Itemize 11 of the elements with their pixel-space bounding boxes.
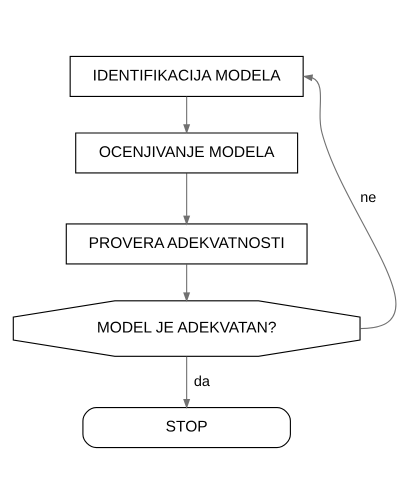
arrow	[182, 356, 190, 409]
edge-label: da	[193, 374, 210, 390]
arrow	[182, 96, 190, 134]
node-box: STOP	[82, 407, 290, 448]
edge-label: ne	[360, 190, 376, 206]
node-box: OCENJIVANJE MODELA	[74, 132, 298, 174]
arrow	[182, 173, 190, 226]
arrow	[302, 74, 396, 330]
arrow	[182, 264, 190, 302]
node-box: PROVERA ADEKVATNOSTI	[65, 223, 308, 264]
node-box: IDENTIFIKACIJA MODELA	[69, 56, 304, 97]
